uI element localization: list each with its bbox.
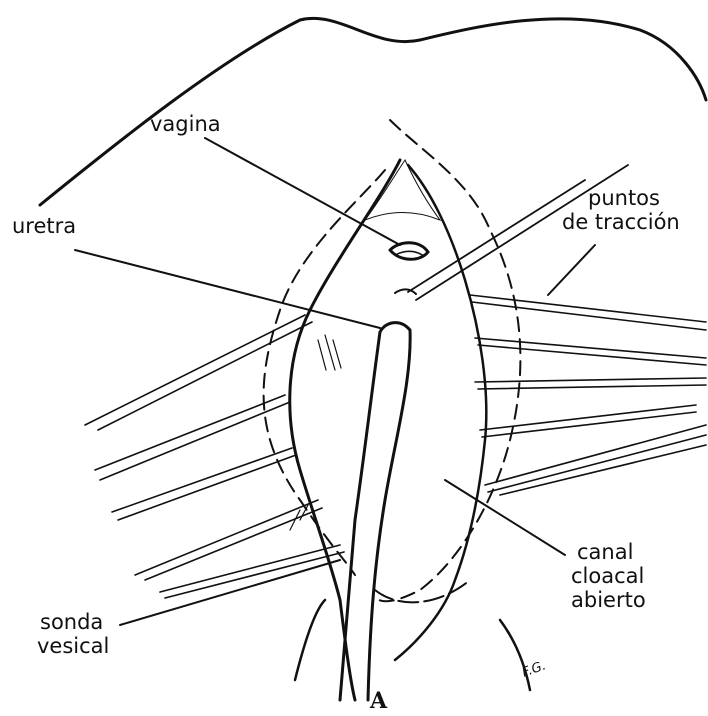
catheter-tube — [340, 323, 410, 700]
buttocks-outline — [40, 18, 706, 205]
traction-threads-right — [470, 295, 706, 495]
label-puntos-line2: de tracción — [562, 210, 680, 234]
leader-sonda — [120, 560, 340, 625]
label-vagina: vagina — [150, 112, 221, 136]
label-puntos-line1: puntos — [588, 186, 660, 210]
lower-inner-curve — [375, 580, 470, 602]
label-sonda-line2: vesical — [37, 634, 109, 658]
traction-threads-left — [85, 315, 344, 598]
canal-outline — [290, 160, 400, 700]
canal-outline-right — [395, 165, 486, 660]
vagina-orifice-inner — [395, 251, 424, 256]
leader-canal — [445, 480, 565, 555]
leader-puntos — [548, 245, 595, 295]
vagina-apex — [365, 160, 440, 220]
label-sonda-line1: sonda — [40, 610, 103, 634]
traction-thread-urethra — [408, 180, 585, 292]
urethra-opening — [395, 289, 416, 294]
leader-uretra — [75, 250, 380, 328]
leader-vagina — [205, 138, 400, 245]
label-canal-line2: cloacal — [571, 564, 644, 588]
left-thigh-line — [295, 600, 325, 680]
label-canal-line1: canal — [577, 540, 633, 564]
label-canal-line3: abierto — [571, 588, 646, 612]
label-uretra: uretra — [12, 214, 76, 238]
figure-caption: A — [370, 688, 387, 714]
